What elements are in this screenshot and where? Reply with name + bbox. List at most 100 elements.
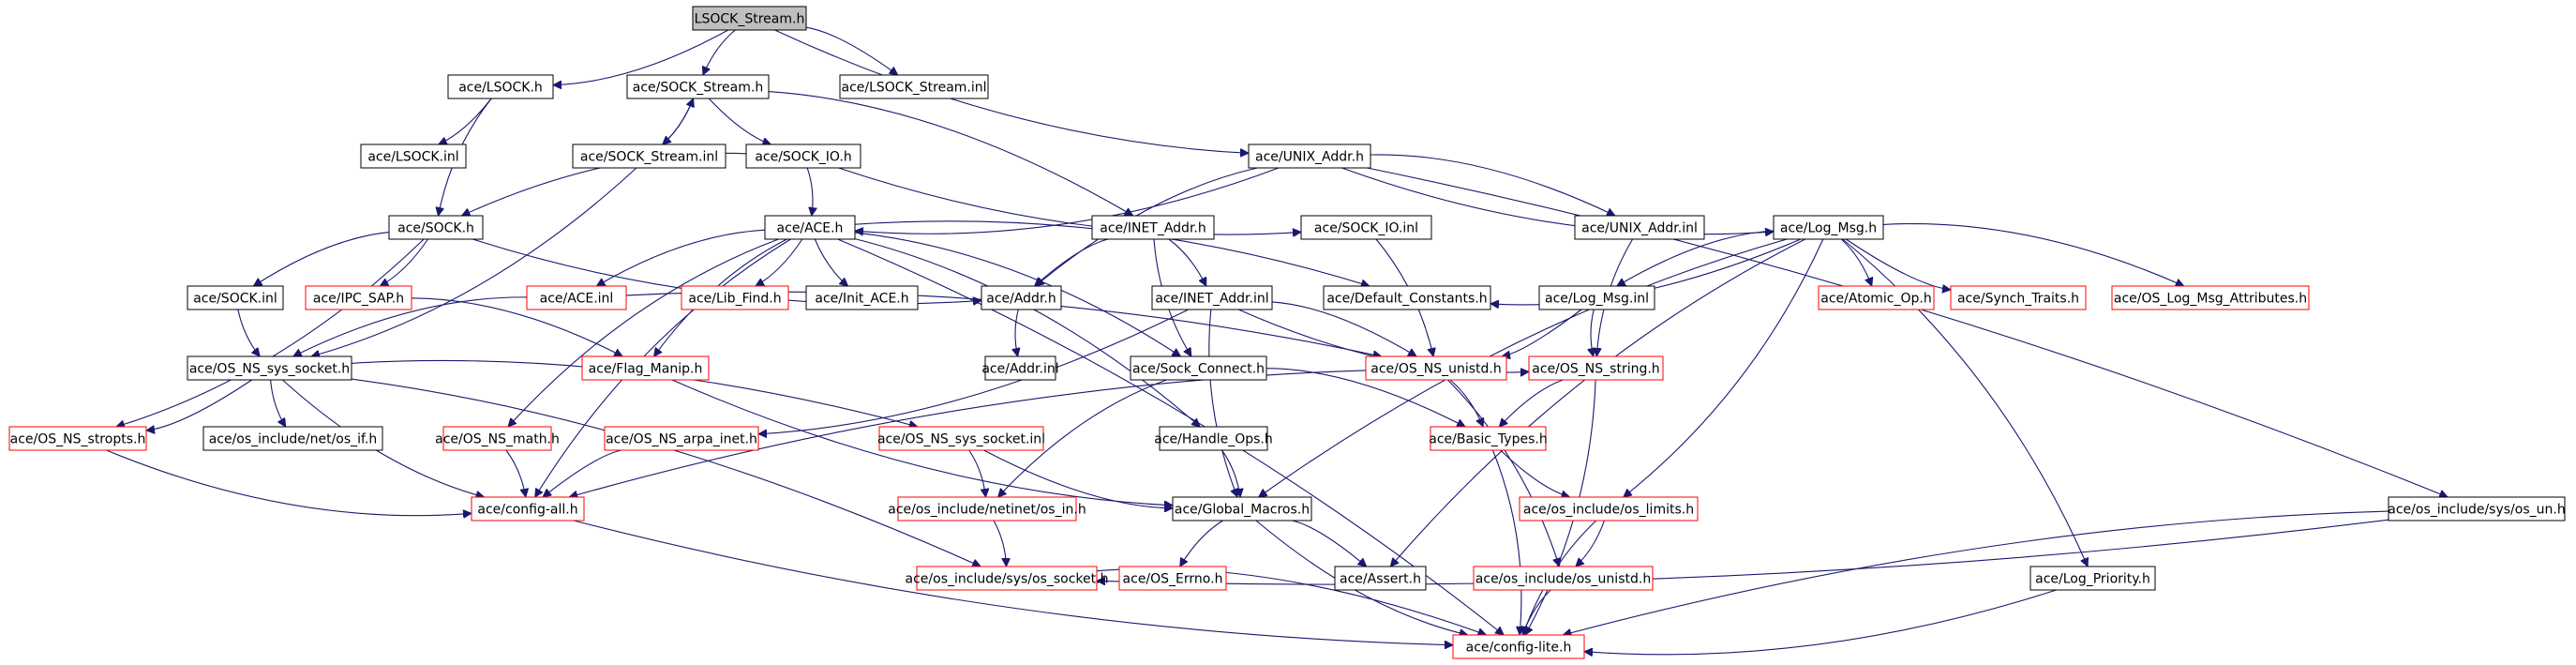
file-node[interactable]: ace/LSOCK_Stream.inl <box>839 74 989 99</box>
edge-n22-to-n31 <box>1591 309 1594 356</box>
file-node[interactable]: LSOCK_Stream.h <box>692 6 807 31</box>
edge-n15-to-n27 <box>411 297 622 357</box>
node-box <box>442 426 552 451</box>
node-label: ace/OS_NS_arpa_inet.h <box>606 432 757 447</box>
node-label: ace/os_include/sys/os_socket.h <box>906 572 1109 587</box>
edge-n43-to-n49 <box>1563 510 2389 635</box>
edge-n29-to-n40 <box>998 379 1167 497</box>
file-node[interactable]: ace/Sock_Connect.h <box>1130 355 1267 381</box>
file-node[interactable]: ace/OS_NS_math.h <box>435 426 560 451</box>
file-node[interactable]: ace/Log_Msg.inl <box>1538 285 1655 310</box>
edge-n9-to-n16 <box>596 229 766 286</box>
file-node[interactable]: ace/Handle_Ops.h <box>1154 426 1273 451</box>
node-label: ace/Sock_Connect.h <box>1132 362 1265 377</box>
file-node[interactable]: ace/IPC_SAP.h <box>305 285 412 310</box>
edge-n14-to-n26 <box>237 309 260 356</box>
edge-n0-to-n2 <box>703 29 736 75</box>
file-node[interactable]: ace/os_include/os_limits.h <box>1519 496 1699 521</box>
node-box <box>805 285 919 310</box>
node-label: ace/Addr.h <box>986 292 1056 307</box>
node-label: ace/SOCK.h <box>397 221 474 236</box>
node-box <box>8 426 147 451</box>
node-label: ace/config-lite.h <box>1466 641 1572 656</box>
file-nodes: LSOCK_Stream.h ace/LSOCK.h ace/SOCK_Stream… <box>8 6 2566 659</box>
node-box <box>1538 285 1655 310</box>
edge-n9-to-n17 <box>756 238 803 286</box>
file-node[interactable]: ace/INET_Addr.h <box>1091 215 1215 240</box>
file-node[interactable]: ace/Init_ACE.h <box>805 285 919 310</box>
file-node[interactable]: ace/Atomic_Op.h <box>1818 285 1935 310</box>
node-label: ace/SOCK_IO.inl <box>1314 221 1418 236</box>
edge-n1-to-n4 <box>439 98 492 144</box>
node-label: ace/Global_Macros.h <box>1175 503 1310 518</box>
edge-n20-to-n30 <box>1271 301 1416 356</box>
file-node[interactable]: ace/SOCK_IO.inl <box>1300 215 1432 240</box>
file-node[interactable]: ace/Assert.h <box>1334 566 1427 591</box>
file-node[interactable]: ace/SOCK_IO.h <box>745 144 861 169</box>
node-label: ace/IPC_SAP.h <box>313 292 404 307</box>
file-node[interactable]: ace/Addr.inl <box>981 355 1059 381</box>
file-node[interactable]: ace/Basic_Types.h <box>1429 426 1548 451</box>
node-box <box>1323 285 1491 310</box>
file-node[interactable]: ace/UNIX_Addr.inl <box>1574 215 1705 240</box>
file-node[interactable]: ace/LSOCK.h <box>447 74 554 99</box>
node-box <box>526 285 627 310</box>
file-node[interactable]: ace/LSOCK.inl <box>360 144 467 169</box>
file-node[interactable]: ace/Default_Constants.h <box>1323 285 1491 310</box>
file-node[interactable]: ace/os_include/sys/os_un.h <box>2388 496 2566 521</box>
edge-n0-to-n3 <box>805 26 898 75</box>
file-node[interactable]: ace/SOCK_Stream.inl <box>572 144 726 169</box>
node-label: ace/ACE.inl <box>540 292 614 307</box>
file-node[interactable]: ace/OS_NS_unistd.h <box>1365 355 1507 381</box>
file-node[interactable]: ace/Flag_Manip.h <box>581 355 710 381</box>
file-node[interactable]: ace/SOCK.inl <box>187 285 284 310</box>
node-box <box>1818 285 1935 310</box>
file-node[interactable]: ace/os_include/sys/os_socket.h <box>906 566 1109 591</box>
file-node[interactable]: ace/SOCK_Stream.h <box>626 74 770 99</box>
edge-n13-to-n22 <box>1617 230 1775 286</box>
file-node[interactable]: ace/os_include/netinet/os_in.h <box>888 496 1086 521</box>
node-box <box>1365 355 1507 381</box>
node-box <box>572 144 726 169</box>
file-node[interactable]: ace/OS_NS_stropts.h <box>8 426 147 451</box>
edge-n5-to-n26 <box>311 167 637 356</box>
file-node[interactable]: ace/OS_Log_Msg_Attributes.h <box>2111 285 2310 310</box>
file-node[interactable]: ace/ACE.inl <box>526 285 627 310</box>
edge-n48-to-n49 <box>1584 589 2057 655</box>
edge-n5-to-n2 <box>662 98 694 145</box>
file-node[interactable]: ace/os_include/net/os_if.h <box>202 426 383 451</box>
edge-n10-to-n20 <box>1168 238 1207 286</box>
file-node[interactable]: ace/OS_NS_sys_socket.h <box>187 355 352 381</box>
node-label: ace/Default_Constants.h <box>1326 292 1487 307</box>
node-label: ace/Basic_Types.h <box>1429 432 1547 447</box>
file-node[interactable]: ace/OS_Errno.h <box>1118 566 1227 591</box>
node-label: ace/Synch_Traits.h <box>1957 292 2079 307</box>
file-node[interactable]: ace/INET_Addr.inl <box>1151 285 1273 310</box>
node-box <box>1172 496 1312 521</box>
file-node[interactable]: ace/UNIX_Addr.h <box>1248 144 1371 169</box>
file-node[interactable]: ace/Lib_Find.h <box>681 285 789 310</box>
file-node[interactable]: ace/SOCK.h <box>388 215 484 240</box>
file-node[interactable]: ace/Global_Macros.h <box>1172 496 1312 521</box>
file-node[interactable]: ace/Addr.h <box>981 285 1062 310</box>
file-node[interactable]: ace/os_include/os_unistd.h <box>1473 566 1654 591</box>
edge-n37-to-n41 <box>1221 449 1241 497</box>
edge-n9-to-n18 <box>814 238 847 286</box>
file-node[interactable]: ace/Log_Msg.h <box>1773 215 1884 240</box>
node-box <box>1473 566 1654 591</box>
dependency-edges <box>106 26 2448 655</box>
file-node[interactable]: ace/config-lite.h <box>1452 634 1585 659</box>
file-node[interactable]: ace/OS_NS_string.h <box>1528 355 1664 381</box>
file-node[interactable]: ace/ACE.h <box>764 215 856 240</box>
node-box <box>745 144 861 169</box>
file-node[interactable]: ace/config-all.h <box>471 496 585 521</box>
file-node[interactable]: ace/OS_NS_sys_socket.inl <box>877 426 1045 451</box>
edge-n10-to-n19 <box>1035 238 1109 286</box>
node-box <box>764 215 856 240</box>
node-label: ace/config-all.h <box>477 503 577 518</box>
file-node[interactable]: ace/OS_NS_arpa_inet.h <box>604 426 759 451</box>
edge-n30-to-n38 <box>1449 379 1483 427</box>
file-node[interactable]: ace/Synch_Traits.h <box>1950 285 2087 310</box>
file-node[interactable]: ace/Log_Priority.h <box>2029 566 2156 591</box>
node-label: ace/os_include/os_limits.h <box>1523 503 1694 518</box>
